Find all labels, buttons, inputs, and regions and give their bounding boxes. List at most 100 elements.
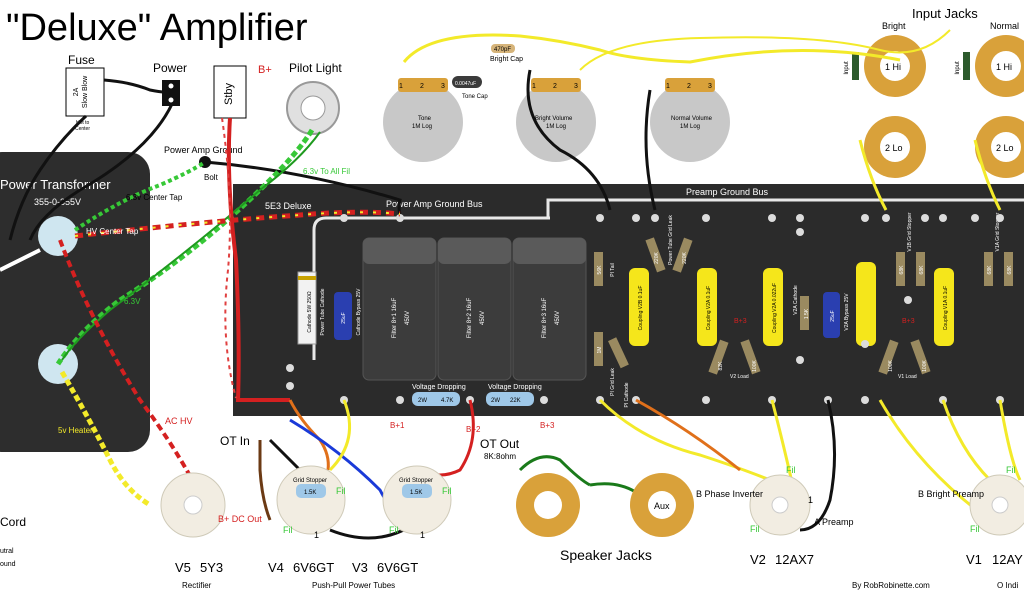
svg-text:1M Log: 1M Log [680,124,700,130]
svg-text:220K: 220K [682,252,688,264]
dropping-resistor-4k7: 2W 4.7K [412,392,460,406]
svg-text:Fil: Fil [389,525,399,535]
center-tap-63-label: 6.3v Center Tap [126,193,183,202]
svg-text:0.0047uF: 0.0047uF [455,81,476,87]
fuse-holder[interactable]: 2A Slow Blow Hot to Center [65,67,105,132]
normal-volume-pot[interactable]: Normal Volume 1M Log 1 2 3 [650,78,730,162]
svg-text:Center: Center [75,126,90,132]
pi-cathode-resistor: PI Cathode [608,337,630,408]
svg-text:82K: 82K [718,361,724,371]
tube-socket-v3: Grid Stopper 1.5K Fil Fil 1 [382,465,452,540]
preamp-ground-bus [546,198,1024,218]
svg-text:4.7K: 4.7K [441,398,453,404]
power-amp-ground-bus-label: Power Amp Ground Bus [386,199,483,209]
svg-text:V1 Load: V1 Load [898,374,917,380]
cord-label: Cord [0,515,26,529]
speaker-jack-aux[interactable]: Aux [630,473,694,537]
tone-cap: 0.0047uF Tone Cap [452,76,488,100]
credit: By RobRobinette.com [852,581,930,590]
v2a-cathode-resistor: 1.5K V2A Cathode [793,285,810,330]
svg-text:Coupling V2A 0.022uF: Coupling V2A 0.022uF [772,283,778,333]
svg-text:V2 Load: V2 Load [730,374,749,380]
bright-volume-pot[interactable]: Bright Volume 1M Log 1 2 3 [516,78,596,162]
svg-text:Input: Input [844,61,850,75]
pi-grid-leak-resistor: 1M PI Grid Leak [594,332,616,396]
svg-text:Hot to: Hot to [76,120,90,126]
v1-label: V1 [966,552,982,567]
standby-switch[interactable]: Stby [213,65,247,119]
speaker-jack-main[interactable] [516,473,580,537]
power-tube-grid-leak-resistors: 220K 220K Power Tube Grid Leak [645,215,693,273]
coupling-cap-v2a-022: Coupling V2A 0.022uF [763,268,783,346]
v2-load-resistors: 82K 100K V2 Load B+3 [708,318,761,380]
svg-text:Fil: Fil [442,486,452,496]
pilot-light [286,81,340,135]
svg-text:V1B Grid Stopper: V1B Grid Stopper [907,212,913,252]
coupling-cap-v1b [856,262,876,346]
svg-text:100K: 100K [888,360,894,372]
svg-text:2 Lo: 2 Lo [996,143,1014,153]
dropping-resistor-22k: 2W 22K [486,392,534,406]
svg-text:B+3: B+3 [902,318,915,325]
power-switch[interactable] [162,80,180,106]
svg-text:A Preamp: A Preamp [814,517,854,527]
svg-text:56K: 56K [597,265,603,275]
svg-text:68K: 68K [899,265,905,275]
bplus3-label: B+3 [540,421,555,430]
pilot-light-label: Pilot Light [289,61,342,75]
svg-text:1M Log: 1M Log [546,124,566,130]
v2-type: 12AX7 [775,552,814,567]
v1-load-resistors: 100K 100K V1 Load B+3 [878,318,931,380]
ot-out-label: OT Out [480,437,520,451]
tube-socket-v2: B Phase Inverter A Preamp Fil Fil 1 [696,465,854,536]
filter-cap-2-voltage: 450V [480,311,486,325]
v5-heater-label: 5v Heater [58,426,93,435]
coupling-cap-v1a: Coupling V1A 0.1uF [934,268,954,346]
normal-input-jack-1[interactable]: 1 Hi Input [955,35,1024,97]
svg-text:B Bright Preamp: B Bright Preamp [918,489,984,499]
v4-label: V4 [268,560,284,575]
svg-text:PI Tail: PI Tail [610,263,616,277]
ac-hv-label: AC HV [165,416,193,426]
svg-text:Cathode 5W 250Ω: Cathode 5W 250Ω [307,291,313,333]
to-all-fil-label: 6.3v To All Fil [303,167,350,176]
bright-input-jack-2[interactable]: 2 Lo [864,116,926,178]
cord-neutral-label: utral [0,548,14,555]
v2-label: V2 [750,552,766,567]
svg-text:1: 1 [399,83,403,90]
v3-label: V3 [352,560,368,575]
stby-bplus-label: B+ [258,64,272,76]
v5-label: V5 [175,560,191,575]
normal-input-jack-2[interactable]: 2 Lo [975,116,1024,178]
power-amp-ground-bus [312,216,550,360]
filter-cap-1: Filter 8+1 16uF 450V [362,237,437,381]
svg-text:Input: Input [955,61,961,75]
tone-pot[interactable]: Tone 1M Log 1 2 3 [383,78,463,162]
svg-text:V2A Bypass 25V: V2A Bypass 25V [844,293,850,331]
svg-text:1M: 1M [597,347,603,354]
v2a-bypass-cap: 25uF V2A Bypass 25V [823,292,850,338]
v1a-grid-stopper-resistors: 68K 68K V1A Grid Stopper [984,212,1013,286]
svg-text:1: 1 [420,530,425,540]
power-amp-ground-label: Power Amp Ground [164,145,243,155]
svg-text:100K: 100K [922,360,928,372]
svg-text:1: 1 [532,83,536,90]
bright-label: Bright [882,21,906,31]
v3-type: 6V6GT [377,560,418,575]
svg-text:V1A Grid Stopper: V1A Grid Stopper [995,212,1001,251]
bplus1-label: B+1 [390,421,405,430]
cord-ground-label: ound [0,561,16,568]
power-transformer-label: Power Transformer [0,177,111,192]
svg-text:Fil: Fil [336,486,346,496]
normal-label: Normal [990,21,1019,31]
pi-tail-resistor: 56K PI Tail [594,252,616,286]
filter-cap-3-label: Filter 8+3 16uF [542,297,548,338]
svg-text:2A: 2A [73,87,80,96]
svg-text:470pF: 470pF [494,47,511,53]
rectifier-label: Rectifier [182,581,212,590]
filter-cap-2-label: Filter 8+2 16uF [467,297,473,338]
svg-text:1M Log: 1M Log [412,124,432,130]
voltage-dropping-label-2: Voltage Dropping [488,384,542,391]
svg-text:Grid Stopper: Grid Stopper [293,478,327,484]
